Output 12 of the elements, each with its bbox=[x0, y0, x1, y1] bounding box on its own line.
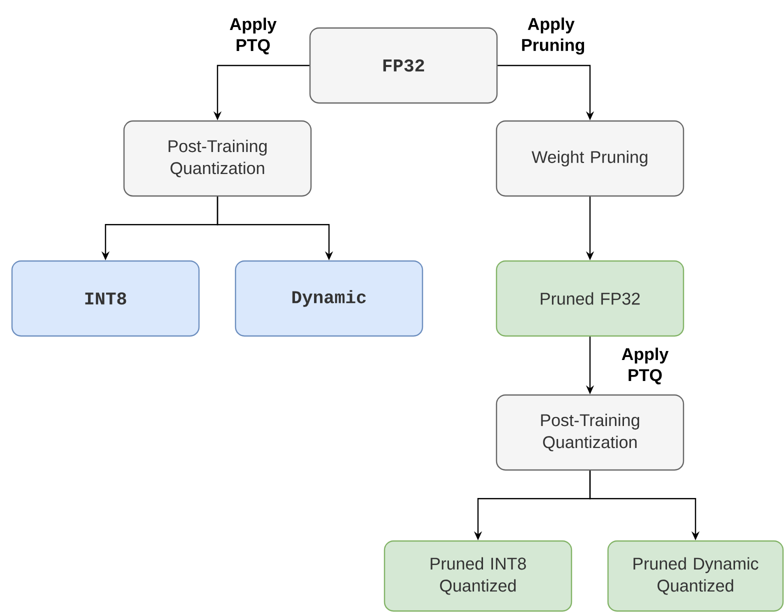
output-box: Dynamic bbox=[234, 260, 424, 337]
output-box: Pruned INT8 Quantized bbox=[384, 540, 572, 612]
edge-label: Apply Pruning bbox=[522, 18, 584, 54]
process-box: Weight Pruning bbox=[496, 120, 684, 197]
process-box: Post-Training Quantization bbox=[496, 394, 684, 471]
edge-label: Apply PTQ bbox=[230, 18, 277, 54]
edge-label: Apply PTQ bbox=[622, 348, 669, 384]
output-box: Pruned FP32 bbox=[496, 260, 684, 337]
process-box: FP32 bbox=[309, 27, 498, 104]
process-box: Post-Training Quantization bbox=[123, 120, 312, 197]
output-box: INT8 bbox=[11, 260, 200, 337]
output-box: Pruned Dynamic Quantized bbox=[607, 540, 784, 612]
